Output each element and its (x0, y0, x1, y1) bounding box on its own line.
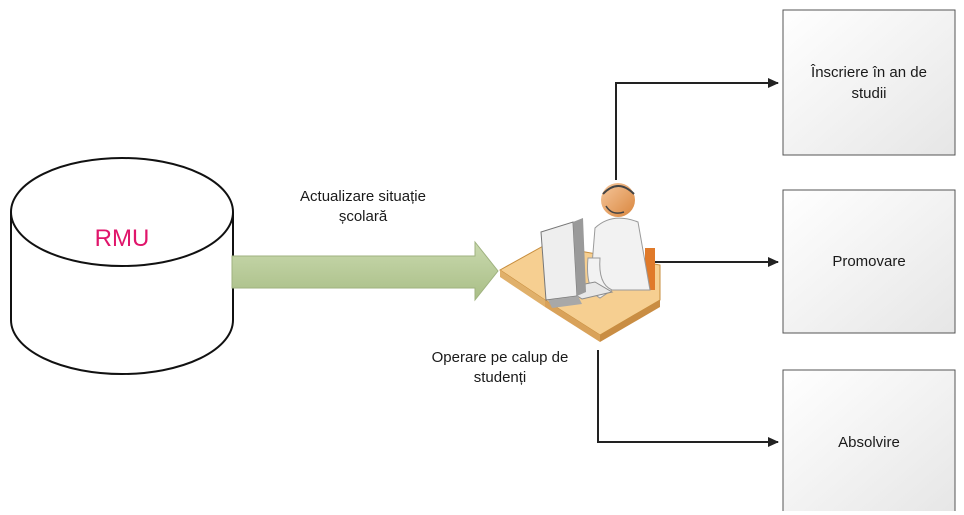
flow-arrow-label-line2: școlară (338, 208, 388, 225)
flow-arrow-label-line1: Actualizare situație (300, 188, 426, 205)
update-flow-arrow (231, 240, 499, 302)
flow-arrow-label: Actualizare situație școlară (258, 187, 468, 227)
operator-caption-line2: studenți (473, 369, 527, 386)
box-promotion (782, 189, 956, 334)
box-enrollment (782, 9, 956, 156)
enrollment-label-line1: Înscriere în an de (811, 63, 927, 81)
connector-to-graduation (597, 350, 779, 447)
database-cylinder (10, 157, 234, 375)
operator-workstation-icon (499, 183, 661, 342)
database-label: RMU (94, 225, 150, 252)
graduation-label: Absolvire (783, 370, 955, 515)
operator-caption-line1: Operare pe calup de (431, 349, 569, 366)
promotion-label-text: Promovare (832, 253, 906, 270)
enrollment-label-line2: studii (851, 84, 887, 102)
connector-to-enrollment (615, 78, 779, 180)
operator-caption: Operare pe calup de studenți (385, 348, 615, 388)
enrollment-label: Înscriere în an de studii (783, 10, 955, 155)
box-graduation (782, 369, 956, 511)
graduation-label-text: Absolvire (838, 434, 900, 451)
promotion-label: Promovare (783, 190, 955, 333)
